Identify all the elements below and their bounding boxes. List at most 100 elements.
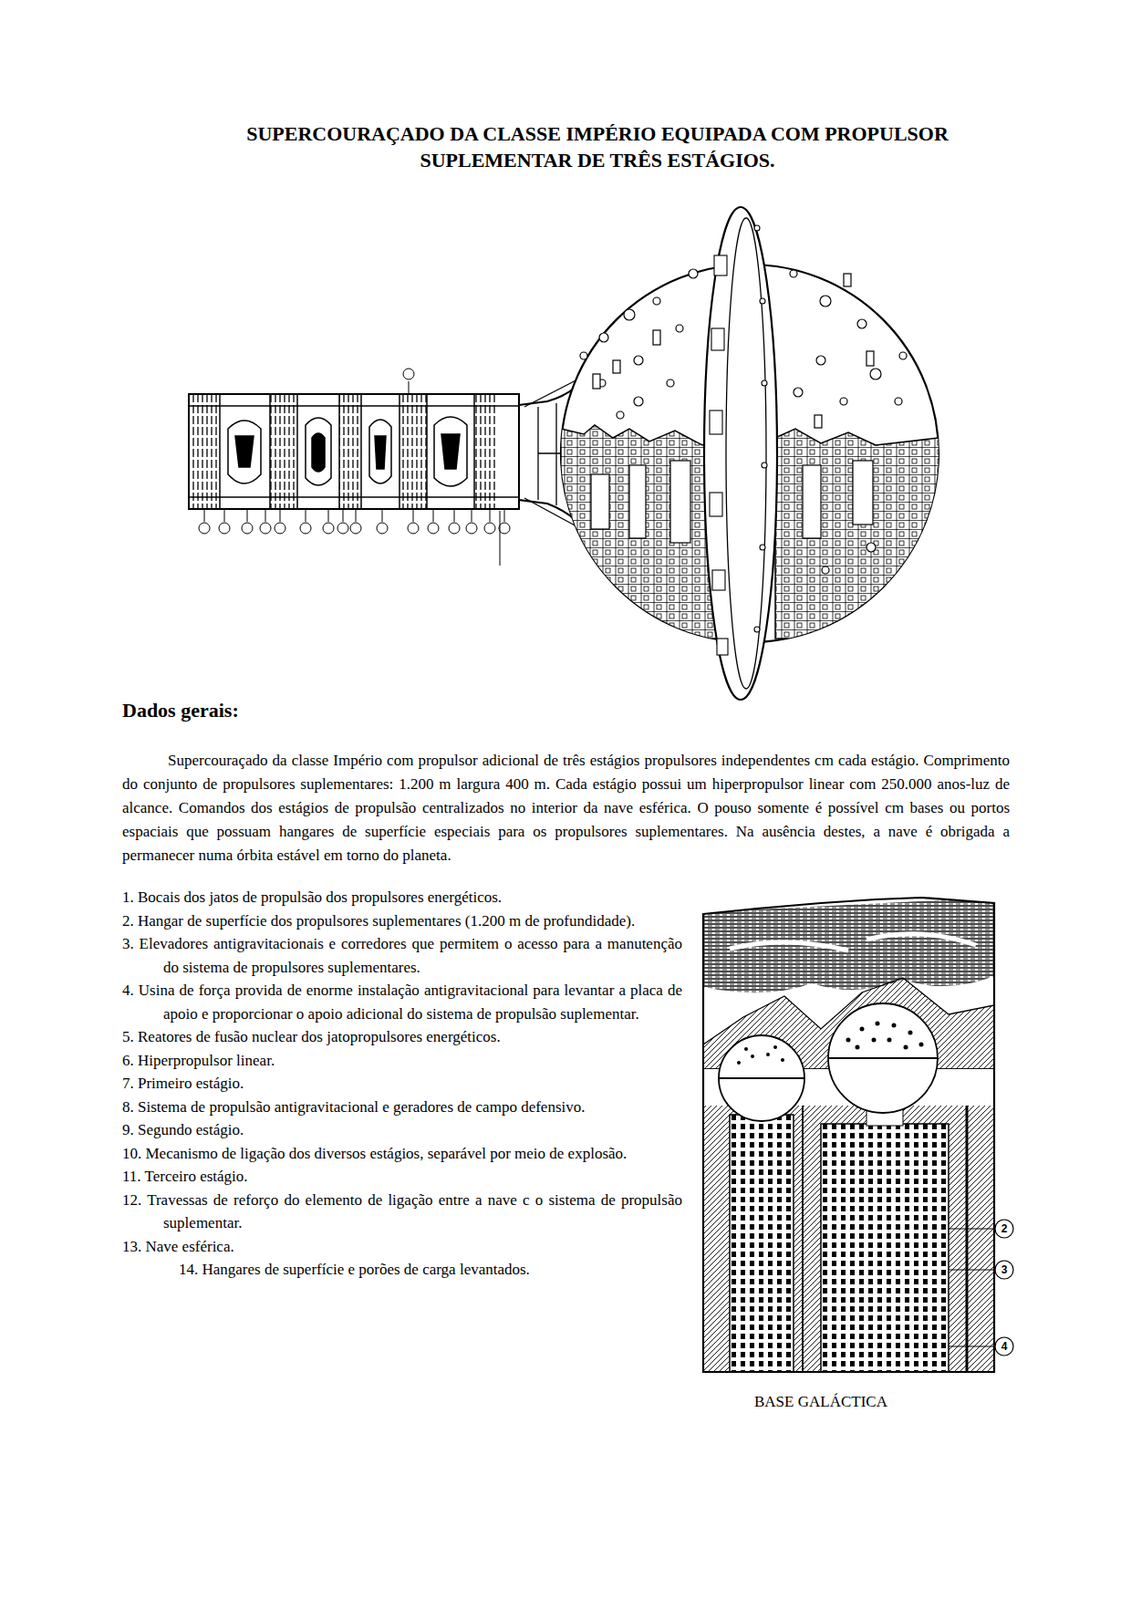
drawing-part bbox=[269, 394, 298, 509]
drawing-part bbox=[224, 508, 226, 522]
drawing-part bbox=[729, 1114, 794, 1372]
drawing-part bbox=[218, 522, 230, 534]
drawing-part bbox=[403, 368, 415, 380]
drawing-part bbox=[454, 508, 456, 522]
drawing-part bbox=[484, 522, 496, 534]
drawing-part bbox=[599, 332, 609, 343]
drawing-part bbox=[712, 570, 726, 591]
drawing-part bbox=[489, 508, 491, 522]
drawing-part bbox=[852, 460, 873, 525]
drawing-part bbox=[816, 355, 826, 365]
list-item: 13. Nave esférica. bbox=[122, 1234, 683, 1259]
drawing-part bbox=[709, 410, 723, 435]
drawing-part bbox=[704, 207, 778, 700]
drawing-part bbox=[198, 522, 210, 534]
drawing-part bbox=[653, 297, 661, 305]
drawing-part bbox=[866, 351, 874, 366]
page-title: SUPERCOURAÇADO DA CLASSE IMPÉRIO EQUIPAD… bbox=[218, 120, 976, 174]
drawing-part bbox=[355, 508, 357, 522]
drawing-part bbox=[188, 404, 519, 407]
drawing-part bbox=[269, 394, 271, 509]
drawing-part bbox=[623, 309, 635, 321]
figure-caption: BASE GALÁCTICA bbox=[754, 1391, 888, 1412]
drawing-part bbox=[703, 897, 995, 1372]
drawing-part bbox=[846, 1037, 851, 1043]
drawing-part bbox=[675, 324, 684, 333]
drawing-part bbox=[466, 522, 478, 534]
drawing-part bbox=[235, 435, 254, 467]
drawing-part bbox=[471, 508, 473, 522]
list-item: 1. Bocais dos jatos de propulsão dos pro… bbox=[122, 885, 683, 910]
drawing-part bbox=[736, 1021, 924, 1066]
list-item: 5. Reatores de fusão nuclear dos jatopro… bbox=[122, 1025, 683, 1049]
drawing-part bbox=[259, 522, 271, 534]
drawing-part bbox=[875, 1021, 881, 1027]
callout-number: 4 bbox=[996, 1338, 1012, 1354]
drawing-part bbox=[398, 394, 401, 509]
drawing-part bbox=[948, 1345, 995, 1347]
list-item: 4. Usina de força provida de enorme inst… bbox=[122, 978, 683, 1026]
drawing-part bbox=[789, 269, 798, 278]
drawing-part bbox=[360, 394, 363, 509]
drawing-part bbox=[633, 396, 644, 406]
drawing-part bbox=[840, 397, 848, 405]
drawing-part bbox=[919, 1042, 924, 1048]
drawing-part bbox=[300, 522, 312, 534]
drawing-part bbox=[793, 387, 803, 397]
drawing-part bbox=[761, 462, 768, 468]
callout-number: 2 bbox=[996, 1221, 1012, 1236]
list-item: 8. Sistema de propulsão antigravitaciona… bbox=[122, 1095, 683, 1120]
drawing-part bbox=[860, 1027, 865, 1032]
drawing-part bbox=[228, 420, 261, 484]
drawing-part bbox=[399, 394, 427, 509]
drawing-part bbox=[714, 255, 727, 276]
drawing-part bbox=[247, 508, 249, 522]
drawing-part bbox=[887, 1037, 893, 1043]
drawing-part bbox=[709, 225, 768, 655]
drawing-part bbox=[870, 368, 882, 380]
drawing-part bbox=[780, 1058, 785, 1062]
drawing-part bbox=[892, 1023, 897, 1028]
body-paragraph: Supercouraçado da classe Império com pro… bbox=[122, 748, 1010, 868]
drawing-part bbox=[814, 415, 822, 428]
drawing-part bbox=[759, 298, 766, 304]
drawing-part bbox=[820, 1123, 949, 1372]
drawing-part bbox=[473, 394, 476, 509]
drawing-part bbox=[711, 328, 725, 351]
drawing-part bbox=[580, 352, 588, 360]
drawing-part bbox=[948, 1219, 1014, 1356]
drawing-part bbox=[866, 542, 876, 552]
drawing-part bbox=[718, 1077, 805, 1080]
drawing-part bbox=[754, 225, 760, 231]
drawing-part bbox=[802, 465, 821, 539]
drawing-part bbox=[241, 522, 253, 534]
drawing-part bbox=[265, 508, 267, 522]
drawing-part bbox=[408, 381, 410, 395]
drawing-part bbox=[855, 1045, 861, 1050]
drawing-part bbox=[744, 1047, 748, 1051]
galactic-base bbox=[703, 897, 1014, 1372]
drawing-part bbox=[592, 373, 601, 389]
drawing-part bbox=[407, 522, 419, 534]
drawing-part bbox=[894, 397, 903, 405]
drawing-part bbox=[729, 942, 849, 951]
drawing-part bbox=[703, 897, 996, 1372]
drawing-part bbox=[305, 417, 332, 486]
drawing-part bbox=[653, 330, 661, 345]
drawing-part bbox=[560, 425, 721, 639]
drawing-part bbox=[427, 522, 439, 534]
drawing-part bbox=[322, 522, 334, 534]
drawing-part bbox=[612, 360, 621, 374]
drawing-part bbox=[434, 416, 467, 487]
drawing-part bbox=[188, 394, 519, 509]
list-item: 6. Hiperpropulsor linear. bbox=[122, 1048, 683, 1073]
drawing-part bbox=[703, 897, 996, 1372]
drawing-part bbox=[296, 394, 299, 509]
drawing-part bbox=[843, 273, 851, 287]
drawing-part bbox=[828, 1057, 938, 1059]
drawing-part bbox=[274, 522, 286, 534]
drawing-part bbox=[948, 1227, 995, 1229]
drawing-part bbox=[633, 355, 644, 365]
drawing-part bbox=[413, 508, 415, 522]
drawing-part bbox=[204, 508, 206, 522]
